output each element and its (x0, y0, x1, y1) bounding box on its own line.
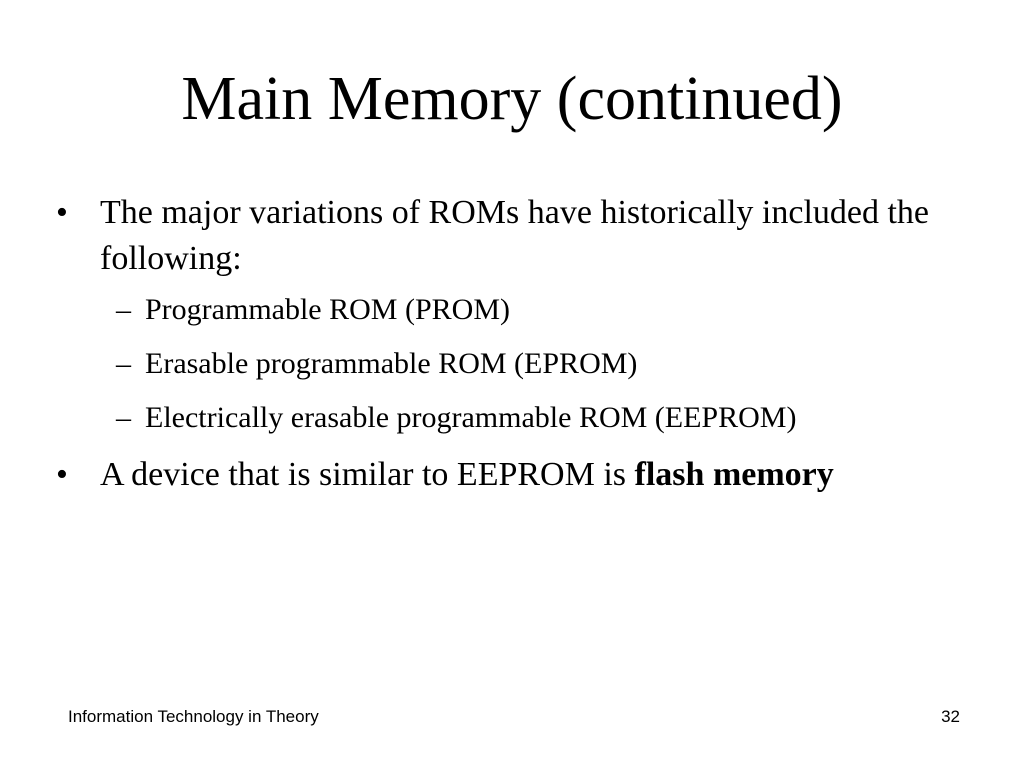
dash-marker: – (116, 347, 131, 380)
bullet-text-bold: flash memory (634, 456, 834, 493)
dash-marker: – (116, 401, 131, 434)
slide-body: • The major variations of ROMs have hist… (56, 190, 996, 506)
bullet-marker: • (56, 456, 68, 493)
subitem-eeprom: – Electrically erasable programmable ROM… (56, 398, 996, 438)
subitem-text: Erasable programmable ROM (EPROM) (145, 347, 638, 380)
bullet-text: The major variations of ROMs have histor… (100, 194, 930, 277)
bullet-flash-memory: • A device that is similar to EEPROM is … (56, 452, 996, 498)
dash-marker: – (116, 293, 131, 326)
subitem-prom: – Programmable ROM (PROM) (56, 290, 996, 330)
bullet-text-prefix: A device that is similar to EEPROM is (100, 456, 635, 493)
subitem-text: Programmable ROM (PROM) (145, 293, 510, 326)
bullet-rom-variations: • The major variations of ROMs have hist… (56, 190, 996, 282)
subitem-text: Electrically erasable programmable ROM (… (145, 401, 797, 434)
subitem-eprom: – Erasable programmable ROM (EPROM) (56, 344, 996, 384)
rom-variations-list: – Programmable ROM (PROM) – Erasable pro… (56, 290, 996, 438)
slide-title: Main Memory (continued) (181, 65, 843, 133)
footer-page-number: 32 (941, 707, 960, 726)
bullet-marker: • (56, 194, 68, 231)
footer-course-title: Information Technology in Theory (68, 707, 319, 726)
